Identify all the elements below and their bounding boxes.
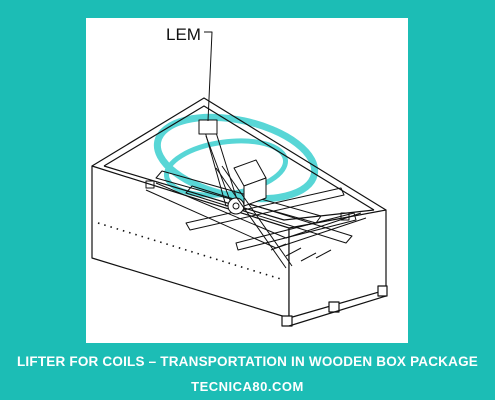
website-label: TECNICA80.COM <box>191 378 304 394</box>
drawing-panel: LEM <box>86 18 408 343</box>
lem-label: LEM <box>166 25 201 44</box>
label-leader-line <box>204 31 213 122</box>
coil-lifter <box>145 119 367 269</box>
lifter-in-box-drawing: LEM <box>91 25 388 327</box>
diagram-caption: LIFTER FOR COILS – TRANSPORTATION IN WOO… <box>16 353 478 369</box>
